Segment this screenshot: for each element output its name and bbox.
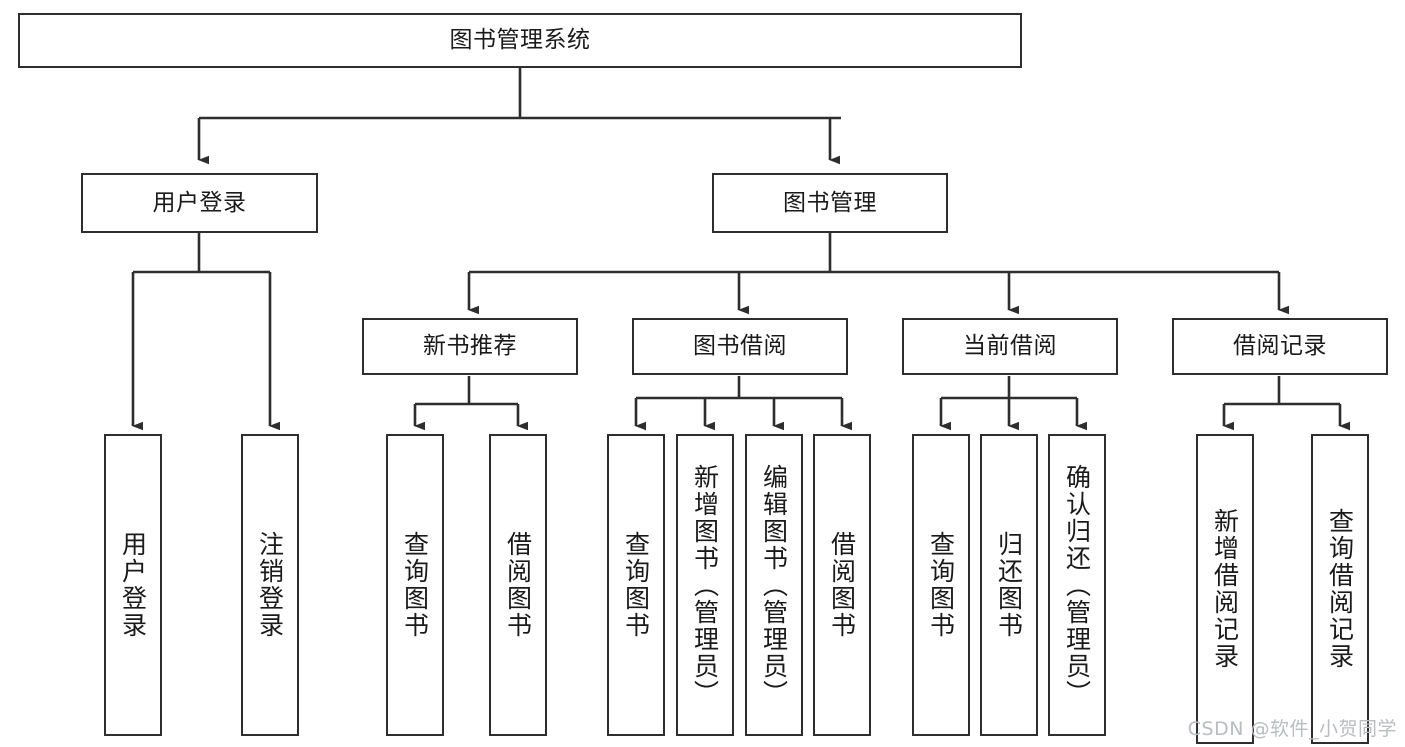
leaf-borrow-borrow-book[interactable]: 借阅图书 xyxy=(813,434,871,736)
leaf-current-confirm-return-admin[interactable]: 确认归还（管理员） xyxy=(1048,434,1106,736)
leaf-new-book-query[interactable]: 查询图书 xyxy=(386,434,444,736)
leaf-label: 归还图书 xyxy=(994,531,1024,639)
leaf-label: 查询图书 xyxy=(400,531,430,639)
leaf-label: 查询图书 xyxy=(621,531,651,639)
csdn-watermark: CSDN @软件_小贺同学 xyxy=(1187,718,1397,740)
leaf-label: 新增借阅记录 xyxy=(1210,508,1240,670)
leaf-record-add-record[interactable]: 新增借阅记录 xyxy=(1196,434,1254,744)
node-new-book-recommend-label: 新书推荐 xyxy=(423,333,517,360)
leaf-user-login-login[interactable]: 用户登录 xyxy=(104,434,162,736)
node-current-borrow[interactable]: 当前借阅 xyxy=(902,318,1118,375)
leaf-record-query-record[interactable]: 查询借阅记录 xyxy=(1311,434,1369,744)
leaf-borrow-query-book[interactable]: 查询图书 xyxy=(607,434,665,736)
node-book-management-label: 图书管理 xyxy=(783,189,877,216)
leaf-label: 查询借阅记录 xyxy=(1325,508,1355,670)
node-borrow-record[interactable]: 借阅记录 xyxy=(1172,318,1388,375)
leaf-borrow-add-book-admin[interactable]: 新增图书（管理员） xyxy=(676,434,734,736)
leaf-new-book-borrow[interactable]: 借阅图书 xyxy=(489,434,547,736)
node-book-borrow[interactable]: 图书借阅 xyxy=(632,318,848,375)
node-book-borrow-label: 图书借阅 xyxy=(693,333,787,360)
node-book-management[interactable]: 图书管理 xyxy=(712,173,948,233)
node-current-borrow-label: 当前借阅 xyxy=(963,333,1057,360)
leaf-label: 确认归还（管理员） xyxy=(1062,463,1092,707)
node-user-login[interactable]: 用户登录 xyxy=(81,173,318,233)
node-user-login-label: 用户登录 xyxy=(152,189,247,216)
leaf-label: 借阅图书 xyxy=(503,531,533,639)
node-root-label: 图书管理系统 xyxy=(449,27,591,54)
leaf-current-query-book[interactable]: 查询图书 xyxy=(912,434,970,736)
node-borrow-record-label: 借阅记录 xyxy=(1233,333,1327,360)
node-new-book-recommend[interactable]: 新书推荐 xyxy=(362,318,578,375)
node-root[interactable]: 图书管理系统 xyxy=(18,13,1022,68)
leaf-label: 编辑图书（管理员） xyxy=(759,463,789,707)
leaf-label: 查询图书 xyxy=(926,531,956,639)
leaf-label: 注销登录 xyxy=(255,531,285,639)
leaf-current-return-book[interactable]: 归还图书 xyxy=(980,434,1038,736)
leaf-user-login-logout[interactable]: 注销登录 xyxy=(241,434,299,736)
leaf-borrow-edit-book-admin[interactable]: 编辑图书（管理员） xyxy=(745,434,803,736)
leaf-label: 用户登录 xyxy=(118,531,148,639)
leaf-label: 新增图书（管理员） xyxy=(690,463,720,707)
leaf-label: 借阅图书 xyxy=(827,531,857,639)
